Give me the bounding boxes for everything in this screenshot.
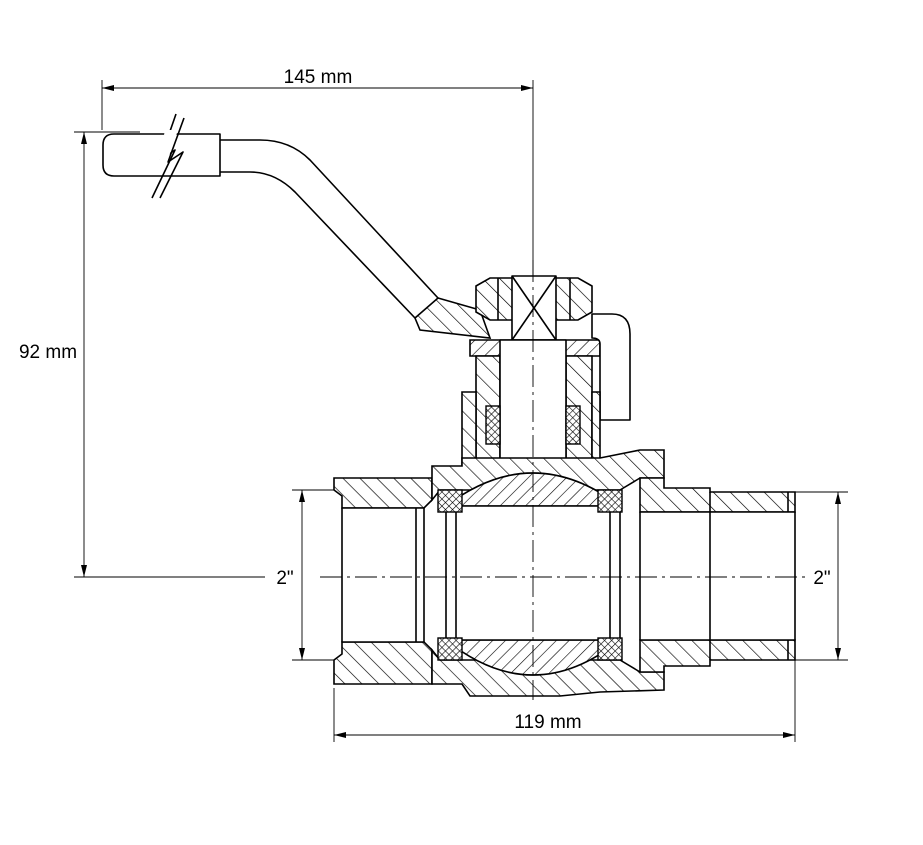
dimension-height: 92 mm — [19, 131, 265, 578]
ball — [443, 472, 623, 676]
dimension-label-right-2in: 2" — [813, 568, 830, 589]
dimension-label-left-2in: 2" — [276, 568, 293, 589]
dimension-label-145: 145 mm — [284, 67, 353, 88]
lever-handle — [102, 113, 492, 339]
dimension-right-thread: 2" — [795, 491, 848, 661]
stem-nut-assembly — [461, 275, 631, 507]
dimension-label-92: 92 mm — [19, 342, 77, 363]
valve-body — [333, 449, 796, 697]
seat-rings — [437, 489, 623, 661]
center-lines — [320, 260, 810, 700]
dimension-body-length: 119 mm — [333, 660, 796, 742]
dimension-label-119: 119 mm — [514, 712, 581, 733]
dimension-left-thread: 2" — [276, 489, 340, 661]
